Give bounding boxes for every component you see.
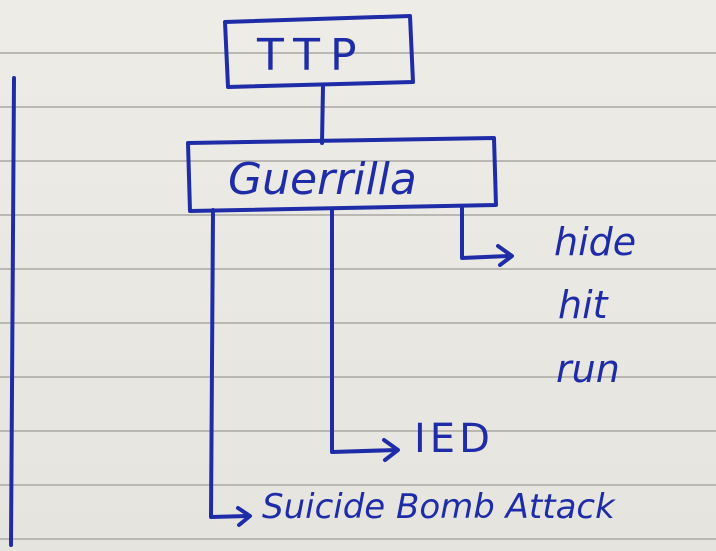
margin-line: [9, 76, 16, 547]
guerrilla-box: [186, 136, 498, 213]
ttp-label: TTP: [256, 30, 367, 81]
suicide-arrowhead: [236, 506, 252, 527]
ied-label: IED: [414, 416, 494, 462]
suicide-branch-line: [209, 208, 250, 519]
tactic-run: run: [556, 347, 620, 391]
suicide-bomb-label: Suicide Bomb Attack: [262, 487, 616, 527]
tactics-arrowhead: [496, 244, 514, 267]
connector-ttp-guerrilla: [320, 84, 325, 145]
ied-branch-line: [330, 208, 398, 454]
tactics-branch-line: [460, 206, 510, 260]
ttp-box: [223, 14, 415, 89]
guerrilla-label: Guerrilla: [228, 154, 417, 205]
tactic-hide: hide: [554, 220, 636, 264]
ied-arrowhead: [382, 438, 400, 462]
tactic-hit: hit: [558, 283, 610, 327]
